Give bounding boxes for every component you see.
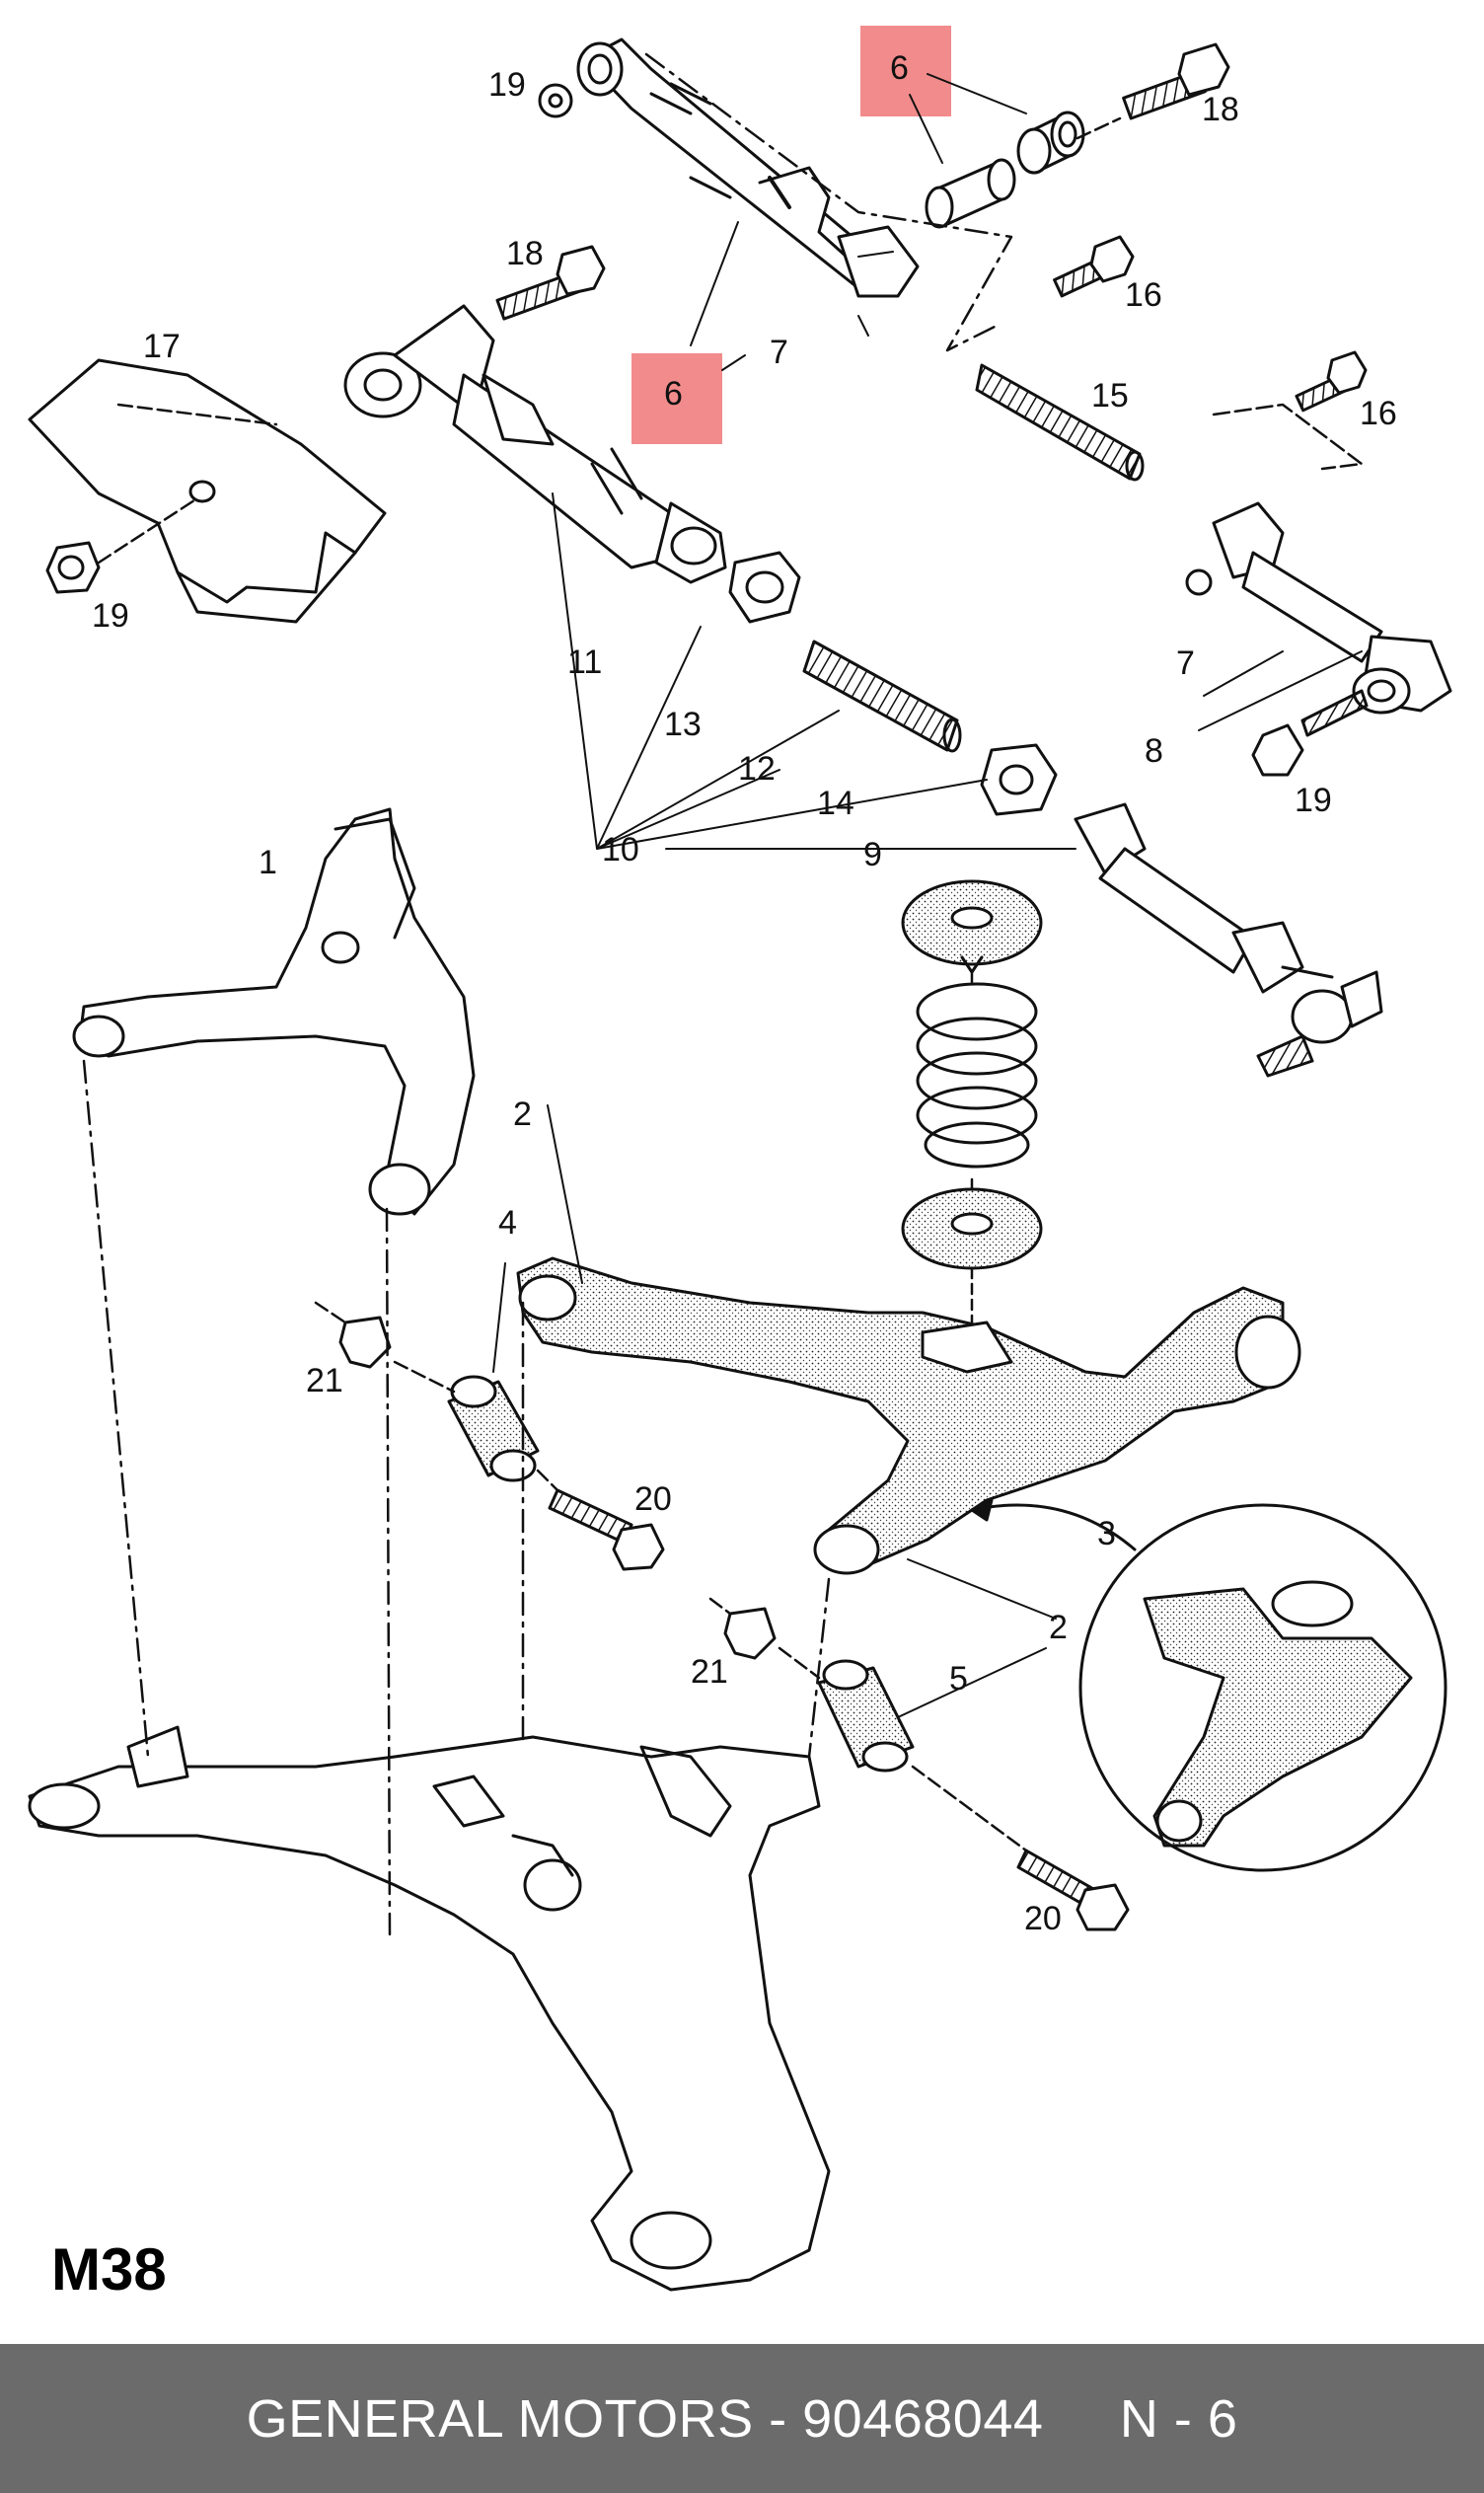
bushing-6-topright-icon — [1016, 111, 1085, 175]
callout-19-right: 19 — [1295, 782, 1332, 819]
sheet-code: M38 — [51, 2236, 167, 2303]
callout-labels: 1 2 2 3 4 5 6 6 7 7 8 9 10 11 12 13 14 1… — [92, 49, 1397, 1937]
callout-18-mid: 18 — [506, 235, 544, 272]
callout-2-lower: 2 — [1049, 1609, 1068, 1646]
callout-2-upper: 2 — [513, 1095, 532, 1133]
callout-21-lower: 21 — [691, 1653, 728, 1691]
upper-tie-rod-icon — [576, 38, 920, 298]
callout-6-mid: 6 — [664, 375, 683, 413]
nut-14-icon — [980, 743, 1058, 816]
callout-21-upper: 21 — [306, 1362, 343, 1399]
callout-17: 17 — [143, 328, 181, 365]
callout-19-left: 19 — [92, 597, 129, 635]
callout-6-top: 6 — [890, 49, 909, 87]
callout-20-upper: 20 — [634, 1480, 672, 1518]
tie-rod-9-icon — [1074, 802, 1383, 1078]
bolt-18-mid-icon — [495, 245, 606, 321]
threaded-stud-15-icon — [975, 363, 1145, 482]
callout-14: 14 — [817, 785, 854, 822]
bolt-20-upper-icon — [548, 1488, 665, 1571]
nut-19-top-icon — [538, 83, 573, 118]
right-link-icon — [1185, 501, 1452, 777]
bolt-16-upper-icon — [1053, 235, 1135, 298]
callout-13: 13 — [664, 706, 702, 743]
bushing-5-icon — [817, 1659, 915, 1773]
nut-19-left-icon — [45, 541, 101, 594]
callout-4: 4 — [498, 1204, 517, 1242]
exploded-parts-diagram: 1 2 2 3 4 5 6 6 7 7 8 9 10 11 12 13 14 1… — [28, 26, 1452, 2292]
callout-18-top: 18 — [1202, 91, 1239, 128]
callout-9: 9 — [863, 836, 882, 873]
control-arm-1-icon — [72, 807, 476, 1216]
callout-19-top: 19 — [488, 66, 526, 104]
callout-16-upper: 16 — [1125, 276, 1162, 314]
bracket-17-icon — [28, 358, 387, 624]
bushing-4-icon — [447, 1375, 540, 1482]
callout-11: 11 — [567, 643, 602, 681]
adjustable-tie-rod-icon — [343, 304, 727, 584]
coil-spring-icon — [916, 982, 1038, 1169]
bolt-20-lower-icon — [1016, 1849, 1130, 1931]
bolt-18-top-icon — [1122, 42, 1230, 120]
highlight-box-6-mid — [631, 353, 722, 444]
bushing-6-top-icon — [925, 158, 1016, 229]
callout-3: 3 — [1097, 1515, 1116, 1552]
callout-1: 1 — [259, 844, 277, 881]
spring-pad-upper-icon — [901, 879, 1043, 974]
callout-15: 15 — [1091, 377, 1129, 415]
nut-21-lower-icon — [723, 1607, 777, 1660]
bolt-16-right-icon — [1295, 350, 1368, 413]
footer-bar: GENERAL MOTORS - 90468044 N - 6 — [0, 2344, 1484, 2493]
control-arm-2-icon — [516, 1256, 1301, 1575]
callout-10: 10 — [602, 831, 639, 869]
callout-7-mid: 7 — [770, 334, 788, 371]
detail-inset-3-icon — [1078, 1503, 1447, 1872]
callout-7-right: 7 — [1176, 644, 1195, 682]
footer-part-info: GENERAL MOTORS - 90468044 N - 6 — [246, 2388, 1238, 2449]
threaded-stud-12-icon — [802, 640, 962, 753]
spring-pad-lower-icon — [901, 1187, 1043, 1270]
callout-5: 5 — [949, 1660, 968, 1698]
subframe-crossmember-icon — [28, 1725, 831, 2292]
nut-13-icon — [728, 551, 801, 624]
callout-20-lower: 20 — [1024, 1900, 1062, 1937]
nut-21-upper-icon — [338, 1316, 392, 1369]
highlight-box-6-top — [860, 26, 951, 116]
callout-12: 12 — [738, 750, 776, 788]
callout-8: 8 — [1145, 732, 1163, 770]
callout-16-right: 16 — [1360, 395, 1397, 432]
